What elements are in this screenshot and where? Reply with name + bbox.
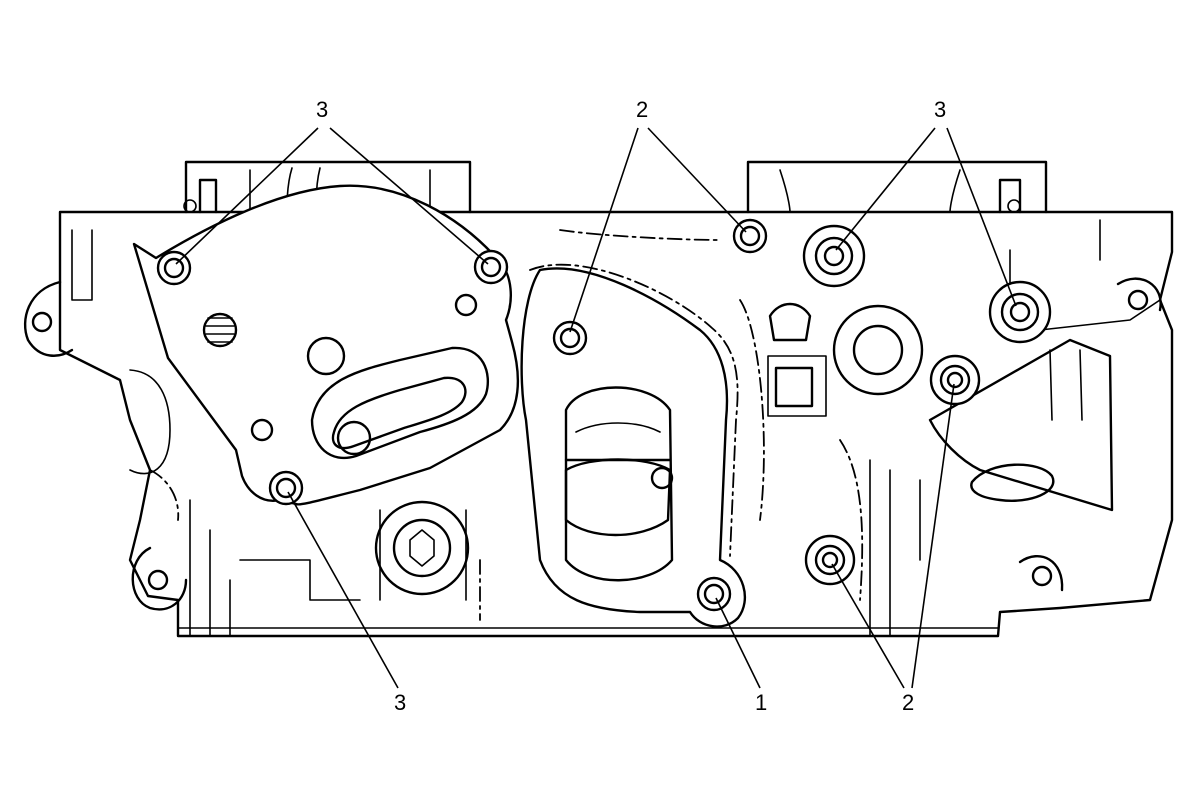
bolt-center-bottom bbox=[696, 576, 732, 612]
callouts: 3 2 3 3 1 2 bbox=[316, 97, 946, 715]
water-outlet-gasket bbox=[520, 263, 747, 628]
bolt-top-left-a bbox=[156, 250, 192, 286]
bolt-bottom-left bbox=[268, 470, 304, 506]
bolt-right-middle bbox=[929, 354, 981, 406]
callout-top-left: 3 bbox=[316, 97, 328, 122]
leader-lines bbox=[175, 127, 1017, 689]
bolt-top-right-a bbox=[802, 224, 866, 288]
callout-top-right: 3 bbox=[934, 97, 946, 122]
bolt-right-bottom bbox=[804, 534, 856, 586]
bolt-center-left bbox=[552, 320, 588, 356]
cylinder-head-block bbox=[23, 210, 1174, 638]
right-side-bosses bbox=[767, 299, 1161, 512]
bolt-top-right-b bbox=[988, 280, 1052, 344]
callout-top-center: 2 bbox=[636, 97, 648, 122]
bolts bbox=[156, 218, 1052, 612]
callout-bottom-right: 2 bbox=[902, 690, 914, 715]
bolt-top-left-b bbox=[473, 249, 509, 285]
callout-bottom-center: 1 bbox=[755, 690, 767, 715]
callout-bottom-left: 3 bbox=[394, 690, 406, 715]
lower-cam-hub bbox=[374, 500, 470, 601]
left-front-cover-plate bbox=[132, 184, 520, 506]
